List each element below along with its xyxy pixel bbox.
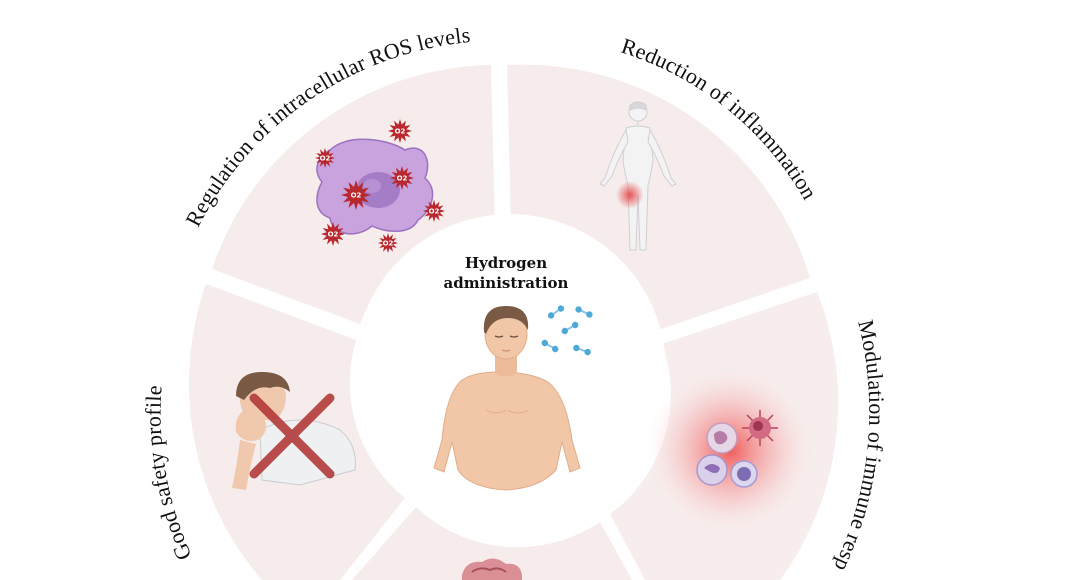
superoxide-label: O2	[395, 128, 406, 136]
superoxide-star-icon: O2	[390, 166, 414, 190]
ros-cell-icon	[316, 138, 434, 235]
superoxide-star-icon: O2	[321, 222, 345, 246]
center-title-line1: Hydrogen	[465, 254, 547, 272]
center-title-line2: administration	[444, 274, 569, 292]
hydrogen-molecule-icon	[575, 306, 593, 318]
superoxide-label: O2	[351, 192, 362, 200]
segment-inflammation	[507, 64, 810, 331]
superoxide-star-icon: O2	[341, 180, 371, 210]
hydrogen-person-icon	[433, 306, 581, 491]
superoxide-label: O2	[320, 155, 331, 163]
hydrogen-molecule-icon	[573, 344, 591, 356]
tissue-icon	[462, 558, 522, 580]
cross-icon	[249, 393, 335, 479]
hydrogen-molecule-icon	[547, 305, 565, 319]
superoxide-label: O2	[328, 231, 339, 239]
hydrogen-molecules	[541, 305, 593, 356]
superoxide-star-icon: O2	[423, 200, 445, 222]
label-immune: Modulation of immune resp	[829, 317, 889, 575]
superoxide-star-icon: O2	[315, 148, 335, 168]
superoxide-star-icon: O2	[378, 233, 398, 253]
superoxide-star-icon: O2	[388, 119, 412, 143]
hydrogen-molecule-icon	[561, 321, 579, 335]
immune-cells-icon	[645, 365, 815, 535]
label-safety: Good safety profile	[141, 384, 197, 564]
hydrogen-molecule-icon	[541, 339, 559, 353]
superoxide-label: O2	[383, 240, 394, 248]
human-body-icon	[599, 101, 677, 251]
superoxide-label: O2	[397, 175, 408, 183]
inflammation-spot	[616, 181, 644, 209]
superoxide-label: O2	[429, 208, 440, 216]
segment-bottom	[352, 507, 632, 580]
